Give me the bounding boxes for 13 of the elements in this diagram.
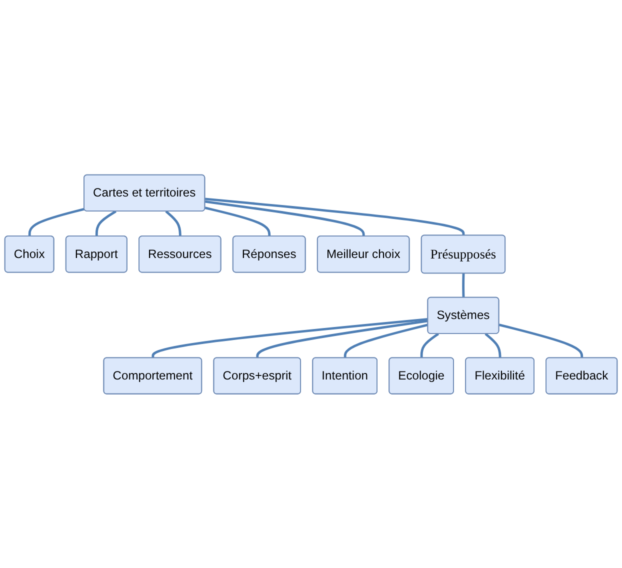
connector: [95, 210, 116, 236]
connector: [204, 197, 465, 236]
connector: [484, 332, 502, 358]
connector: [344, 323, 428, 358]
connector: [498, 323, 584, 358]
connector: [165, 210, 182, 236]
connector: [152, 318, 428, 358]
connector: [28, 208, 85, 236]
connector: [462, 273, 465, 298]
connector: [204, 200, 365, 236]
connector: [256, 319, 428, 358]
connector: [420, 332, 440, 358]
connector: [204, 206, 271, 236]
